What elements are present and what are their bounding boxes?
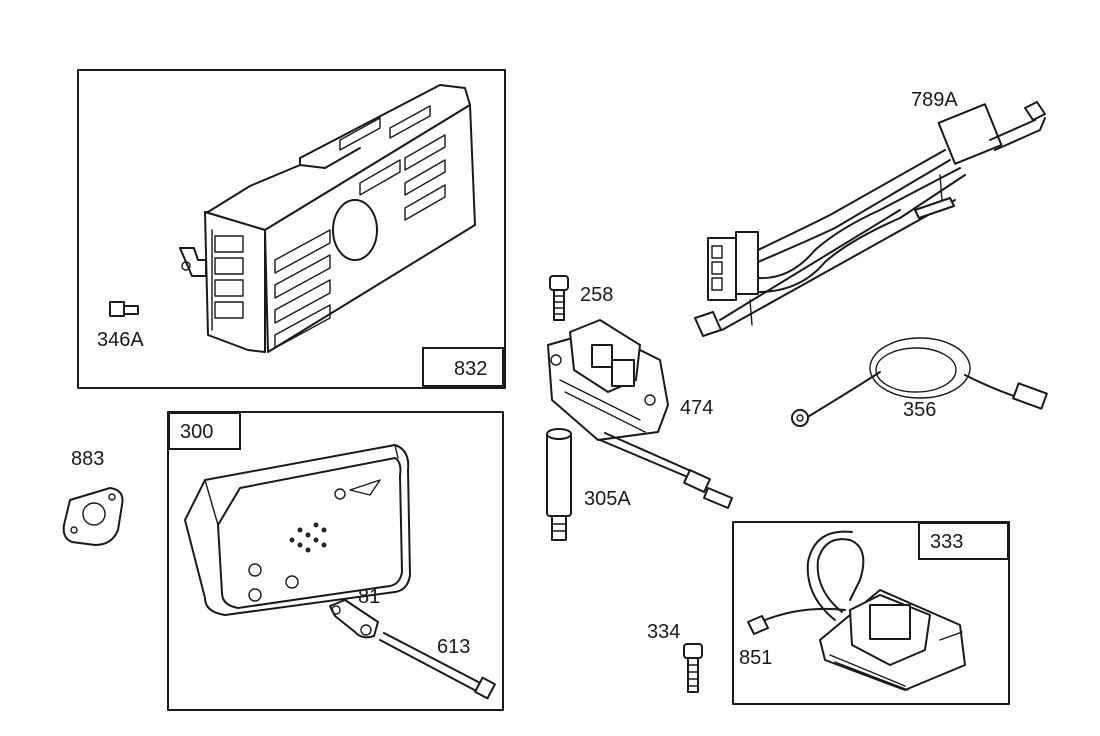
part-label-474: 474: [680, 397, 714, 419]
part-label-81: 81: [358, 586, 381, 608]
ground-wire-356-drawing: [791, 337, 1048, 427]
part-label-851: 851: [739, 647, 773, 669]
muffler-drawing: [184, 444, 411, 616]
gasket-883-drawing: [62, 487, 124, 546]
part-label-789a: 789A: [911, 89, 958, 111]
spacer-305a-drawing: [546, 428, 572, 541]
module-474-drawing: [547, 319, 733, 509]
screw-346a-drawing: [109, 301, 139, 317]
screw-334-drawing: [683, 643, 703, 693]
bolt-613-drawing: [379, 632, 496, 700]
armature-333-drawing: [806, 530, 966, 691]
armature-group-frame: [732, 521, 1010, 705]
part-label-356: 356: [903, 399, 937, 421]
part-label-334: 334: [647, 621, 681, 643]
part-label-613: 613: [437, 636, 471, 658]
armature-group-tag: 333: [918, 522, 1009, 560]
muffler-group-frame: [167, 411, 504, 711]
part-label-346a: 346A: [97, 329, 144, 351]
part-label-883: 883: [71, 448, 105, 470]
screw-258-drawing: [549, 275, 569, 321]
muffler-guard-drawing: [179, 84, 476, 353]
muffler-group-tag: 300: [168, 412, 241, 450]
wire-harness-789a-drawing: [694, 101, 1046, 337]
wire-851-drawing: [747, 607, 846, 635]
part-label-258: 258: [580, 284, 614, 306]
shroud-group-tag: 832: [422, 347, 504, 387]
lock-plate-81-drawing: [329, 599, 379, 639]
part-label-305a: 305A: [584, 488, 631, 510]
shroud-group-frame: [77, 69, 506, 389]
